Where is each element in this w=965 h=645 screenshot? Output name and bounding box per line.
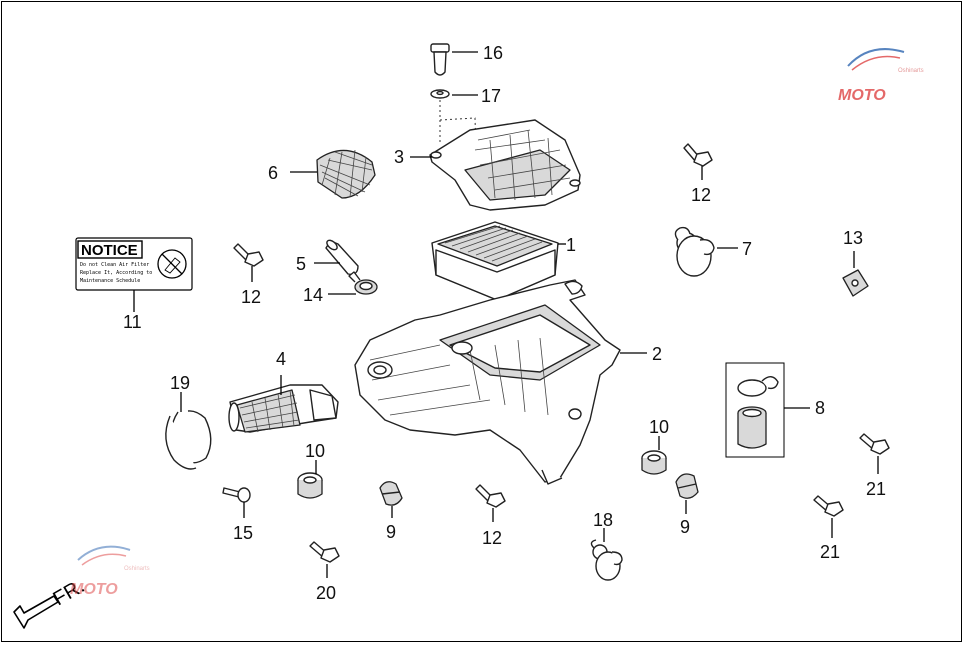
part-15-bolt[interactable] (222, 487, 251, 518)
part-18-hose-clamp[interactable] (590, 528, 623, 581)
part-2-airbox-housing[interactable] (354, 279, 647, 485)
watermark-logo-top: MOTO Oshinarts (838, 48, 924, 104)
callout-19: 19 (170, 373, 190, 393)
no-cleaning-icon (157, 249, 187, 279)
callout-21a: 21 (866, 479, 886, 499)
callout-3: 3 (394, 147, 404, 167)
callout-5: 5 (296, 254, 306, 274)
callout-2: 2 (652, 344, 662, 364)
part-9-damper-a[interactable] (379, 481, 403, 518)
callout-15: 15 (233, 523, 253, 543)
part-8-clamp-kit[interactable] (725, 362, 810, 458)
notice-title: NOTICE (81, 242, 138, 259)
part-12-bolt-a[interactable] (683, 143, 713, 180)
callout-13: 13 (843, 228, 863, 248)
part-7-hose-clamp[interactable] (674, 226, 738, 277)
part-21-bolt-b[interactable] (813, 495, 844, 538)
part-1-air-filter[interactable] (431, 221, 566, 301)
part-10-grommet-a[interactable] (297, 460, 323, 499)
part-11-notice-label[interactable]: NOTICE Do not Clean Air Filter Replace I… (75, 237, 193, 312)
part-12-bolt-c[interactable] (475, 484, 506, 522)
callout-7: 7 (742, 239, 752, 259)
callout-16: 16 (483, 43, 503, 63)
callout-12b: 12 (241, 287, 261, 307)
part-19-band-clamp[interactable] (165, 392, 212, 470)
callout-18: 18 (593, 510, 613, 530)
part-16-bolt[interactable] (430, 43, 478, 76)
part-17-washer[interactable] (430, 89, 478, 99)
callout-8: 8 (815, 398, 825, 418)
notice-line-2: Replace It, According to (80, 270, 152, 276)
callout-17: 17 (481, 86, 501, 106)
callout-numbers: 1 2 3 4 5 6 7 8 9 9 10 10 11 12 12 12 13… (123, 43, 886, 603)
part-9-damper-b[interactable] (675, 473, 699, 514)
callout-1: 1 (566, 235, 576, 255)
arrow-icon (13, 595, 59, 629)
callout-12c: 12 (482, 528, 502, 548)
callout-9b: 9 (680, 517, 690, 537)
callout-9a: 9 (386, 522, 396, 542)
callout-12a: 12 (691, 185, 711, 205)
notice-line-3: Maintenance Schedule (80, 278, 140, 284)
notice-line-1: Do not Clean Air Filter (80, 262, 149, 268)
callout-10a: 10 (305, 441, 325, 461)
callout-11: 11 (123, 312, 142, 332)
part-3-airbox-cover[interactable] (410, 119, 581, 211)
watermark-logo-bottom: MOTO Oshinarts (70, 545, 150, 598)
watermark-text-top: MOTO (838, 87, 886, 104)
callout-4: 4 (276, 349, 286, 369)
callout-14: 14 (303, 285, 323, 305)
watermark-subtext-bottom: Oshinarts (124, 566, 150, 572)
watermark-subtext-top: Oshinarts (898, 68, 924, 74)
part-6-mesh-sleeve[interactable] (290, 149, 376, 199)
part-4-intake-boot[interactable] (228, 375, 339, 433)
callout-21b: 21 (820, 542, 840, 562)
callout-10b: 10 (649, 417, 669, 437)
part-10-grommet-b[interactable] (641, 436, 667, 475)
part-12-bolt-b[interactable] (233, 243, 264, 282)
watermark-text-bottom: MOTO (70, 581, 118, 598)
part-20-bolt[interactable] (309, 541, 340, 578)
part-21-bolt-a[interactable] (859, 433, 890, 474)
part-5-tube[interactable] (314, 238, 359, 276)
part-13-clip-nut[interactable] (842, 251, 869, 297)
callout-20: 20 (316, 583, 336, 603)
callout-6: 6 (268, 163, 278, 183)
part-14-small-clamp[interactable] (328, 271, 378, 295)
